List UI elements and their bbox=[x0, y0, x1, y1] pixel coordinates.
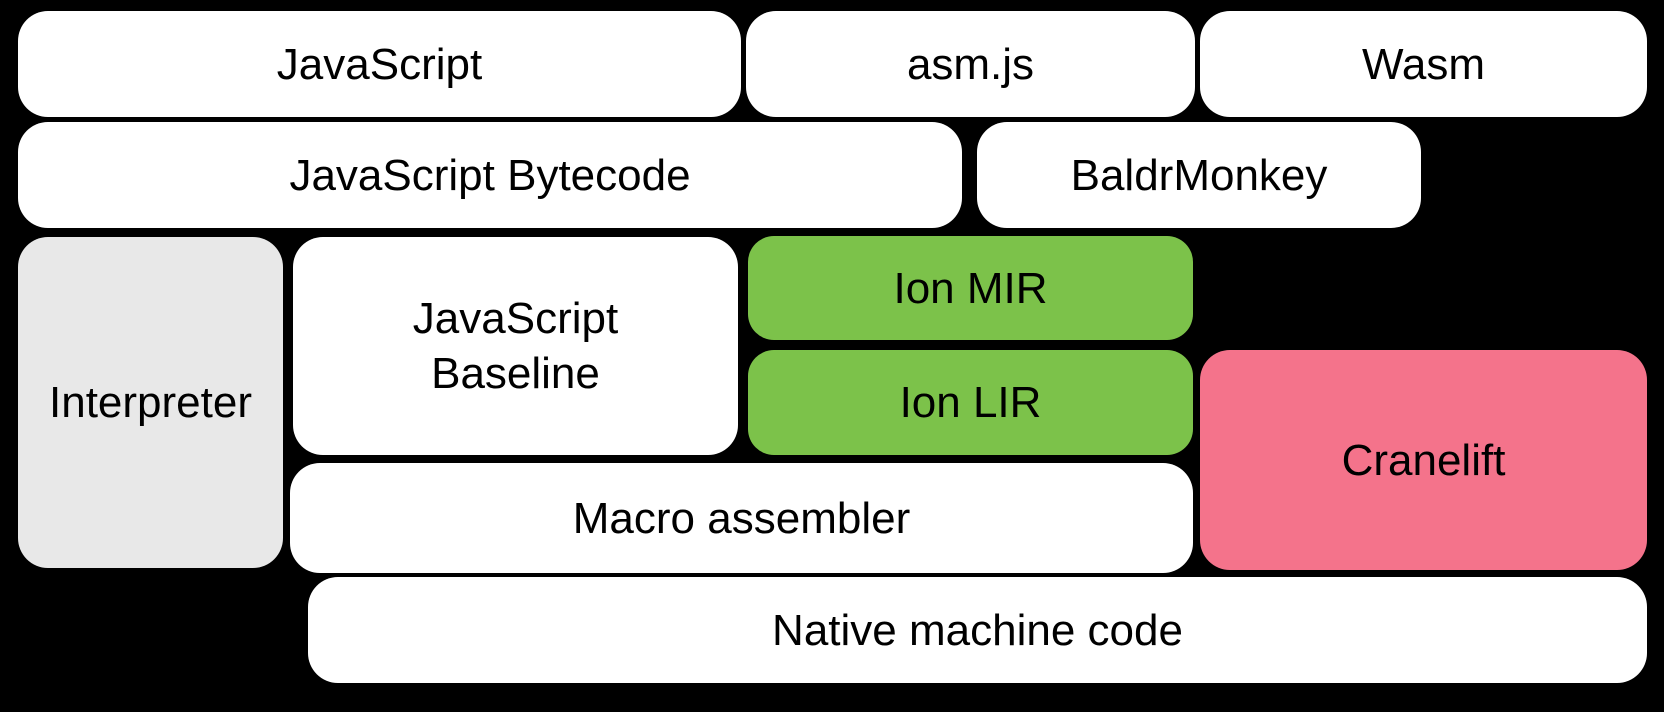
node-js-baseline: JavaScript Baseline bbox=[293, 237, 738, 455]
node-native-machine-code: Native machine code bbox=[308, 577, 1647, 683]
node-js-bytecode-label: JavaScript Bytecode bbox=[289, 150, 691, 200]
node-js-bytecode: JavaScript Bytecode bbox=[18, 122, 962, 228]
node-cranelift-label: Cranelift bbox=[1341, 435, 1506, 485]
node-native-machine-code-label: Native machine code bbox=[772, 605, 1183, 655]
node-macro-assembler: Macro assembler bbox=[290, 463, 1193, 573]
node-baldrmonkey: BaldrMonkey bbox=[977, 122, 1421, 228]
node-baldrmonkey-label: BaldrMonkey bbox=[1070, 150, 1328, 200]
node-ion-mir-label: Ion MIR bbox=[893, 263, 1048, 313]
node-interpreter: Interpreter bbox=[18, 237, 283, 568]
node-js-baseline-label: JavaScript Baseline bbox=[412, 294, 619, 398]
node-ion-lir-label: Ion LIR bbox=[899, 378, 1042, 427]
node-cranelift: Cranelift bbox=[1200, 350, 1647, 570]
node-macro-assembler-label: Macro assembler bbox=[572, 493, 911, 543]
node-javascript: JavaScript bbox=[18, 11, 741, 117]
node-ion-mir: Ion MIR bbox=[748, 236, 1193, 340]
node-asmjs-label: asm.js bbox=[906, 39, 1035, 89]
node-wasm-label: Wasm bbox=[1361, 39, 1486, 89]
node-ion-lir: Ion LIR bbox=[748, 350, 1193, 455]
node-javascript-label: JavaScript bbox=[276, 39, 483, 89]
node-wasm: Wasm bbox=[1200, 11, 1647, 117]
node-interpreter-label: Interpreter bbox=[49, 378, 252, 427]
node-asmjs: asm.js bbox=[746, 11, 1195, 117]
